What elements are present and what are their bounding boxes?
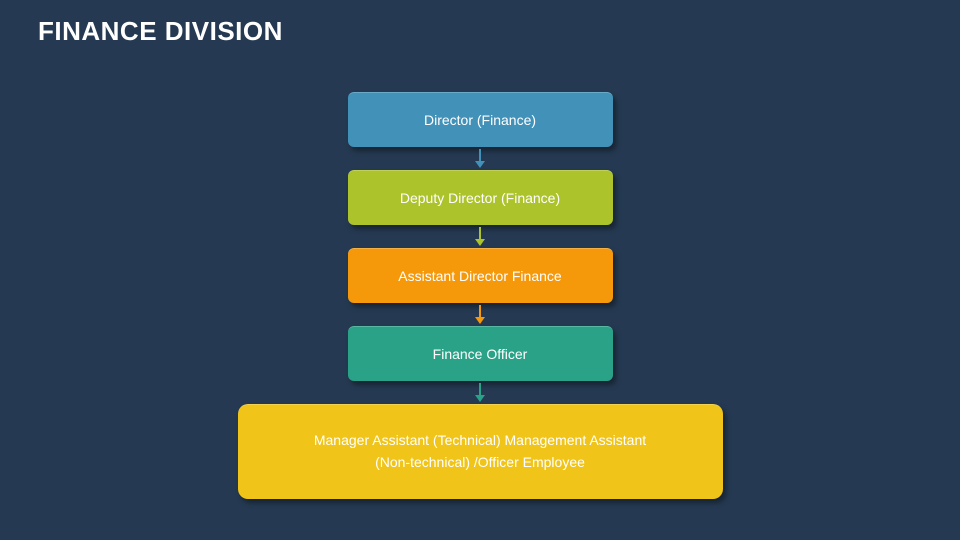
arrow-stem	[479, 227, 481, 239]
down-arrow-icon	[475, 147, 485, 170]
arrow-head	[475, 161, 485, 168]
org-box-label: Manager Assistant (Technical) Management…	[313, 432, 647, 470]
org-box-deputy-director-finance: Deputy Director (Finance)	[347, 170, 613, 225]
org-box-assistant-director-finance: Assistant Director Finance	[347, 248, 613, 303]
org-box-director-finance: Director (Finance)	[347, 92, 613, 147]
down-arrow-icon	[475, 225, 485, 248]
arrow-stem	[479, 383, 481, 395]
arrow-head	[475, 239, 485, 246]
slide-title: FINANCE DIVISION	[38, 16, 283, 46]
down-arrow-icon	[475, 381, 485, 404]
org-chart: Director (Finance) Deputy Director (Fina…	[0, 92, 960, 499]
org-box-label: Finance Officer	[432, 346, 528, 362]
arrow-head	[475, 395, 485, 402]
arrow-stem	[479, 149, 481, 161]
arrow-stem	[479, 305, 481, 317]
org-box-label: Deputy Director (Finance)	[399, 190, 561, 206]
arrow-head	[475, 317, 485, 324]
org-box-label: Assistant Director Finance	[398, 268, 562, 284]
down-arrow-icon	[475, 303, 485, 326]
org-box-manager-assistant-employee: Manager Assistant (Technical) Management…	[237, 404, 723, 499]
org-box-label: Director (Finance)	[423, 112, 537, 128]
org-box-finance-officer: Finance Officer	[347, 326, 613, 381]
